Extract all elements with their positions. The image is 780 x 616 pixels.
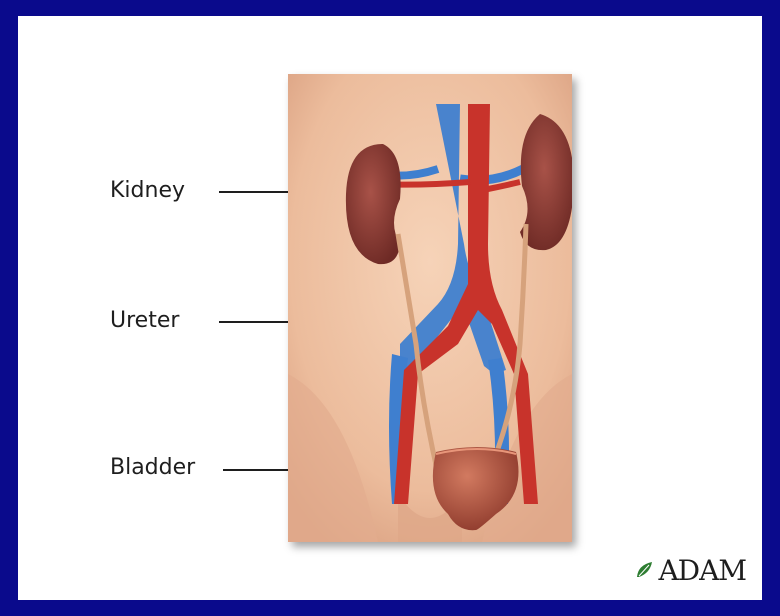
ureter-label: Ureter bbox=[110, 310, 179, 332]
urinary-system-illustration bbox=[288, 74, 572, 542]
adam-logo: ADAM bbox=[616, 550, 746, 590]
leaf-icon bbox=[634, 559, 656, 581]
anatomy-drawing bbox=[288, 74, 572, 542]
kidney-label: Kidney bbox=[110, 180, 185, 202]
bladder-label: Bladder bbox=[110, 457, 195, 479]
logo-text: ADAM bbox=[658, 554, 746, 587]
slide: Kidney Ureter Bladder bbox=[18, 16, 762, 600]
